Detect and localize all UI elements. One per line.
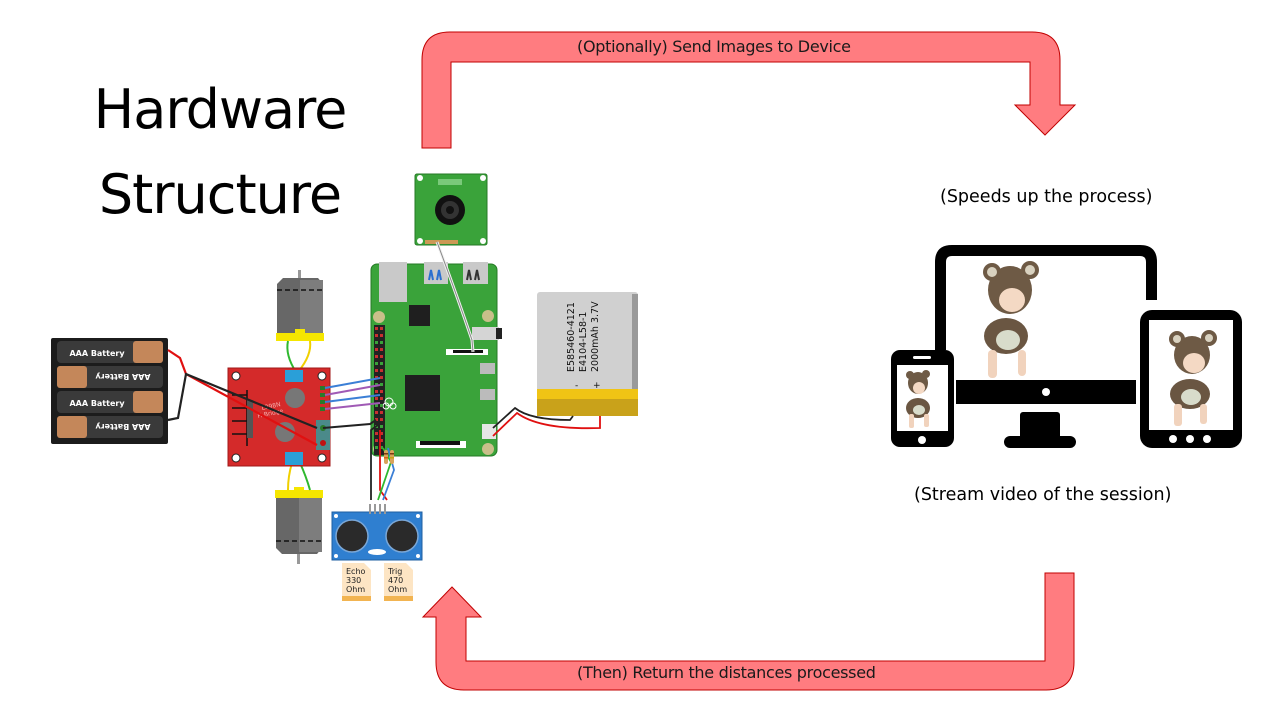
battery-cell-label: AAA Battery [95,372,151,381]
trig-note-unit: Ohm [388,585,407,594]
gpio-pin [380,404,383,407]
gpio-pin [375,404,378,407]
echo-note-name: Echo [346,567,366,576]
battery-cell-label: AAA Battery [69,399,125,408]
battery-cell-label: AAA Battery [69,349,125,358]
lipo-battery: E585460-4121 E4104-L58-1 2000mAh 3.7V - … [537,292,638,416]
resistor-note-trig: Trig 470 Ohm [384,563,413,601]
lipo-label-line3: 2000mAh 3.7V [590,301,601,372]
gpio-pin [375,369,378,372]
gpio-pin [380,425,383,428]
top-arrow [421,31,1077,149]
resistor [390,450,394,464]
aaa-battery-pack: AAA Battery AAA Battery AAA Battery AAA … [51,338,168,444]
echo-note-unit: Ohm [346,585,365,594]
slide-title-line2: Structure [98,163,342,226]
battery-cell: AAA Battery [57,416,163,438]
lipo-label-line1: E585460-4121 [566,302,577,372]
gpio-pin [380,432,383,435]
raspberry-pi-board [370,262,502,457]
battery-cell: AAA Battery [57,341,163,363]
gpio-pin [380,334,383,337]
bottom-arrow-label: (Then) Return the distances processed [577,663,876,682]
gpio-pin [380,439,383,442]
gpio-pin [375,411,378,414]
gpio-pin [380,341,383,344]
gpio-pin [380,355,383,358]
gpio-pin [375,390,378,393]
gpio-pin [380,390,383,393]
resistor-note-echo: Echo 330 Ohm [342,563,371,601]
devices-bottom-caption: (Stream video of the session) [914,485,1172,505]
gpio-pin [375,432,378,435]
top-arrow-label: (Optionally) Send Images to Device [577,37,851,56]
dc-motor-bottom [275,487,323,564]
gpio-header [374,325,385,455]
gpio-pin [380,446,383,449]
resistor [384,450,388,464]
gpio-pin [375,362,378,365]
gpio-pin [375,376,378,379]
gpio-pin [375,341,378,344]
gpio-pin [375,418,378,421]
gpio-pin [380,362,383,365]
gpio-pin [380,397,383,400]
bottom-arrow [421,572,1075,691]
gpio-pin [380,327,383,330]
gpio-pin [380,369,383,372]
gpio-pin [380,376,383,379]
gpio-pin [375,383,378,386]
motor-driver-label-line1: L298N [261,401,281,412]
gpio-pin [380,418,383,421]
lipo-plus-label: + [593,381,601,391]
ultrasonic-sensor [331,504,423,561]
slide-title-line1: Hardware [93,78,348,141]
dc-motor-top [276,270,324,341]
gpio-pin [375,334,378,337]
echo-note-value: 330 [346,576,361,585]
gpio-pin [375,327,378,330]
gpio-pin [375,439,378,442]
camera-module [414,173,488,246]
l298n-motor-driver: L298N H-Bridge [227,367,331,467]
trig-note-value: 470 [388,576,403,585]
trig-note-name: Trig [387,567,402,576]
gpio-pin [380,411,383,414]
lipo-label-line2: E4104-L58-1 [578,312,589,372]
gpio-pin [375,397,378,400]
gpio-pin [380,348,383,351]
battery-cell: AAA Battery [57,366,163,388]
lipo-minus-label: - [575,381,578,391]
gpio-pin [375,355,378,358]
devices-top-caption: (Speeds up the process) [940,187,1153,207]
battery-cell-label: AAA Battery [95,422,151,431]
gpio-pin [380,383,383,386]
gpio-pin [375,348,378,351]
gpio-pin [375,446,378,449]
battery-cell: AAA Battery [57,391,163,413]
